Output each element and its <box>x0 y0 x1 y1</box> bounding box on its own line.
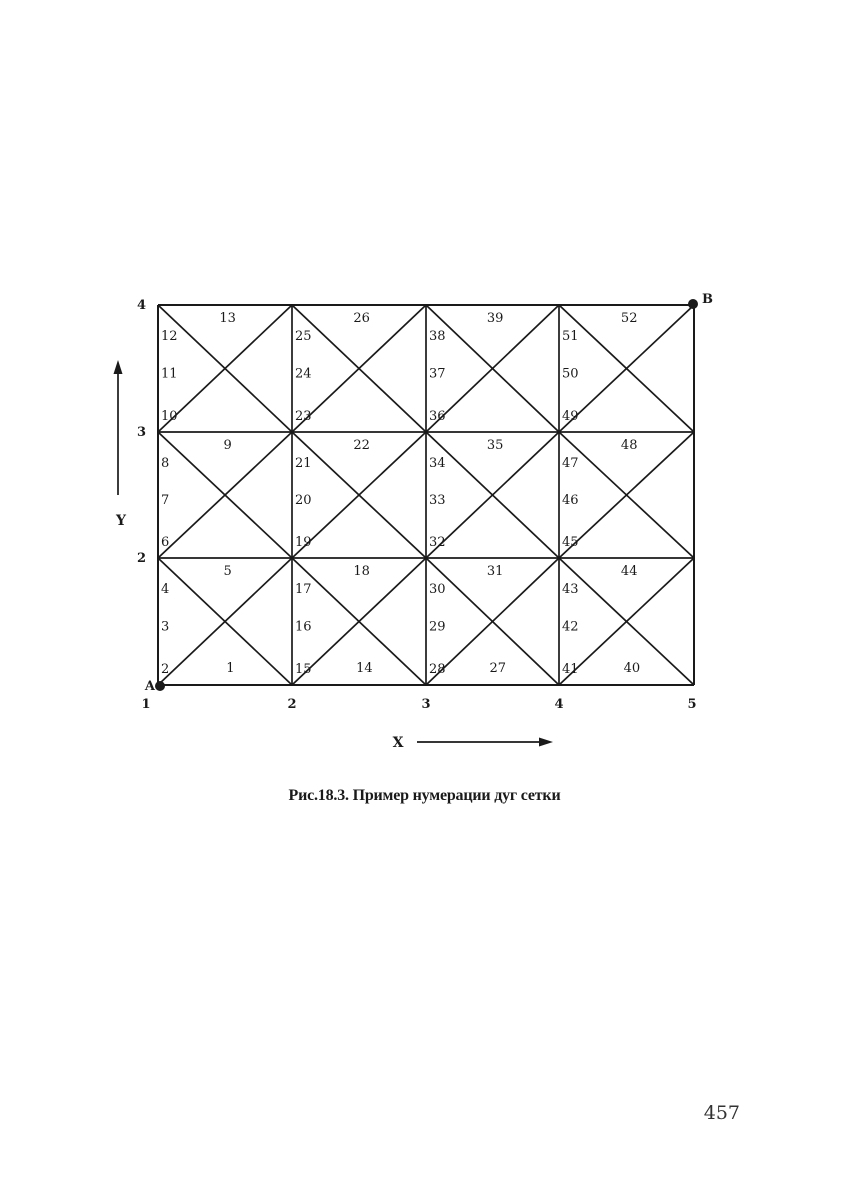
arc-label: 37 <box>429 366 446 381</box>
arc-label: 49 <box>562 409 579 424</box>
arc-label: 48 <box>621 438 638 453</box>
x-tick-label: 5 <box>687 697 696 712</box>
arc-label: 45 <box>562 535 579 550</box>
arc-label: 46 <box>562 493 579 508</box>
arc-label: 36 <box>429 409 446 424</box>
arc-label: 27 <box>490 661 507 676</box>
arc-label: 22 <box>353 438 370 453</box>
arc-label: 14 <box>356 661 373 676</box>
arc-label: 47 <box>562 456 579 471</box>
arc-label: 11 <box>161 366 178 381</box>
arc-label: 19 <box>295 535 312 550</box>
arc-label: 29 <box>429 619 446 634</box>
arc-label: 51 <box>562 329 579 344</box>
arc-label: 1 <box>226 661 234 676</box>
arc-label: 20 <box>295 493 312 508</box>
arc-label: 50 <box>562 366 579 381</box>
arc-label: 35 <box>487 438 504 453</box>
arc-label: 12 <box>161 329 178 344</box>
arc-label: 16 <box>295 619 312 634</box>
figure-caption: Рис.18.3. Пример нумерации дуг сетки <box>0 787 849 805</box>
arc-label: 31 <box>487 564 504 579</box>
arc-label: 23 <box>295 409 312 424</box>
point-a-marker <box>155 681 165 691</box>
arc-label: 28 <box>429 662 446 677</box>
arc-label: 33 <box>429 493 446 508</box>
arc-label: 17 <box>295 582 312 597</box>
point-a-label: A <box>144 679 156 694</box>
arc-label: 6 <box>161 535 169 550</box>
y-tick-label: 4 <box>137 298 146 313</box>
x-tick-label: 1 <box>141 697 150 712</box>
arc-label: 10 <box>161 409 178 424</box>
x-tick-label: 2 <box>287 697 296 712</box>
arc-label: 4 <box>161 582 169 597</box>
arc-label: 5 <box>224 564 232 579</box>
arc-label: 9 <box>224 438 232 453</box>
x-tick-label: 4 <box>554 697 563 712</box>
x-axis-arrowhead <box>539 738 553 747</box>
arc-label: 2 <box>161 662 169 677</box>
y-tick-label: 3 <box>137 425 146 440</box>
arc-label: 52 <box>621 311 638 326</box>
arc-label: 13 <box>219 311 236 326</box>
arc-label: 18 <box>353 564 370 579</box>
arc-label: 44 <box>621 564 638 579</box>
arc-label: 39 <box>487 311 504 326</box>
arc-label: 38 <box>429 329 446 344</box>
arc-label: 32 <box>429 535 446 550</box>
y-axis-label: Y <box>115 513 127 529</box>
arc-label: 40 <box>624 661 641 676</box>
x-tick-label: 3 <box>421 697 430 712</box>
arc-label: 41 <box>562 662 579 677</box>
page-number: 457 <box>680 1102 740 1124</box>
arc-label: 15 <box>295 662 312 677</box>
arc-label: 3 <box>161 619 169 634</box>
arc-label: 42 <box>562 619 579 634</box>
arc-label: 7 <box>161 493 169 508</box>
arc-label: 30 <box>429 582 446 597</box>
arc-label: 34 <box>429 456 446 471</box>
y-tick-label: 2 <box>137 551 146 566</box>
x-axis-label: X <box>393 735 404 751</box>
arc-label: 43 <box>562 582 579 597</box>
arc-label: 24 <box>295 366 312 381</box>
arc-label: 25 <box>295 329 312 344</box>
arc-label: 8 <box>161 456 169 471</box>
point-b-marker <box>688 299 698 309</box>
point-b-label: B <box>702 292 713 307</box>
arc-label: 26 <box>353 311 370 326</box>
arc-label: 21 <box>295 456 312 471</box>
y-axis-arrowhead <box>114 360 123 374</box>
